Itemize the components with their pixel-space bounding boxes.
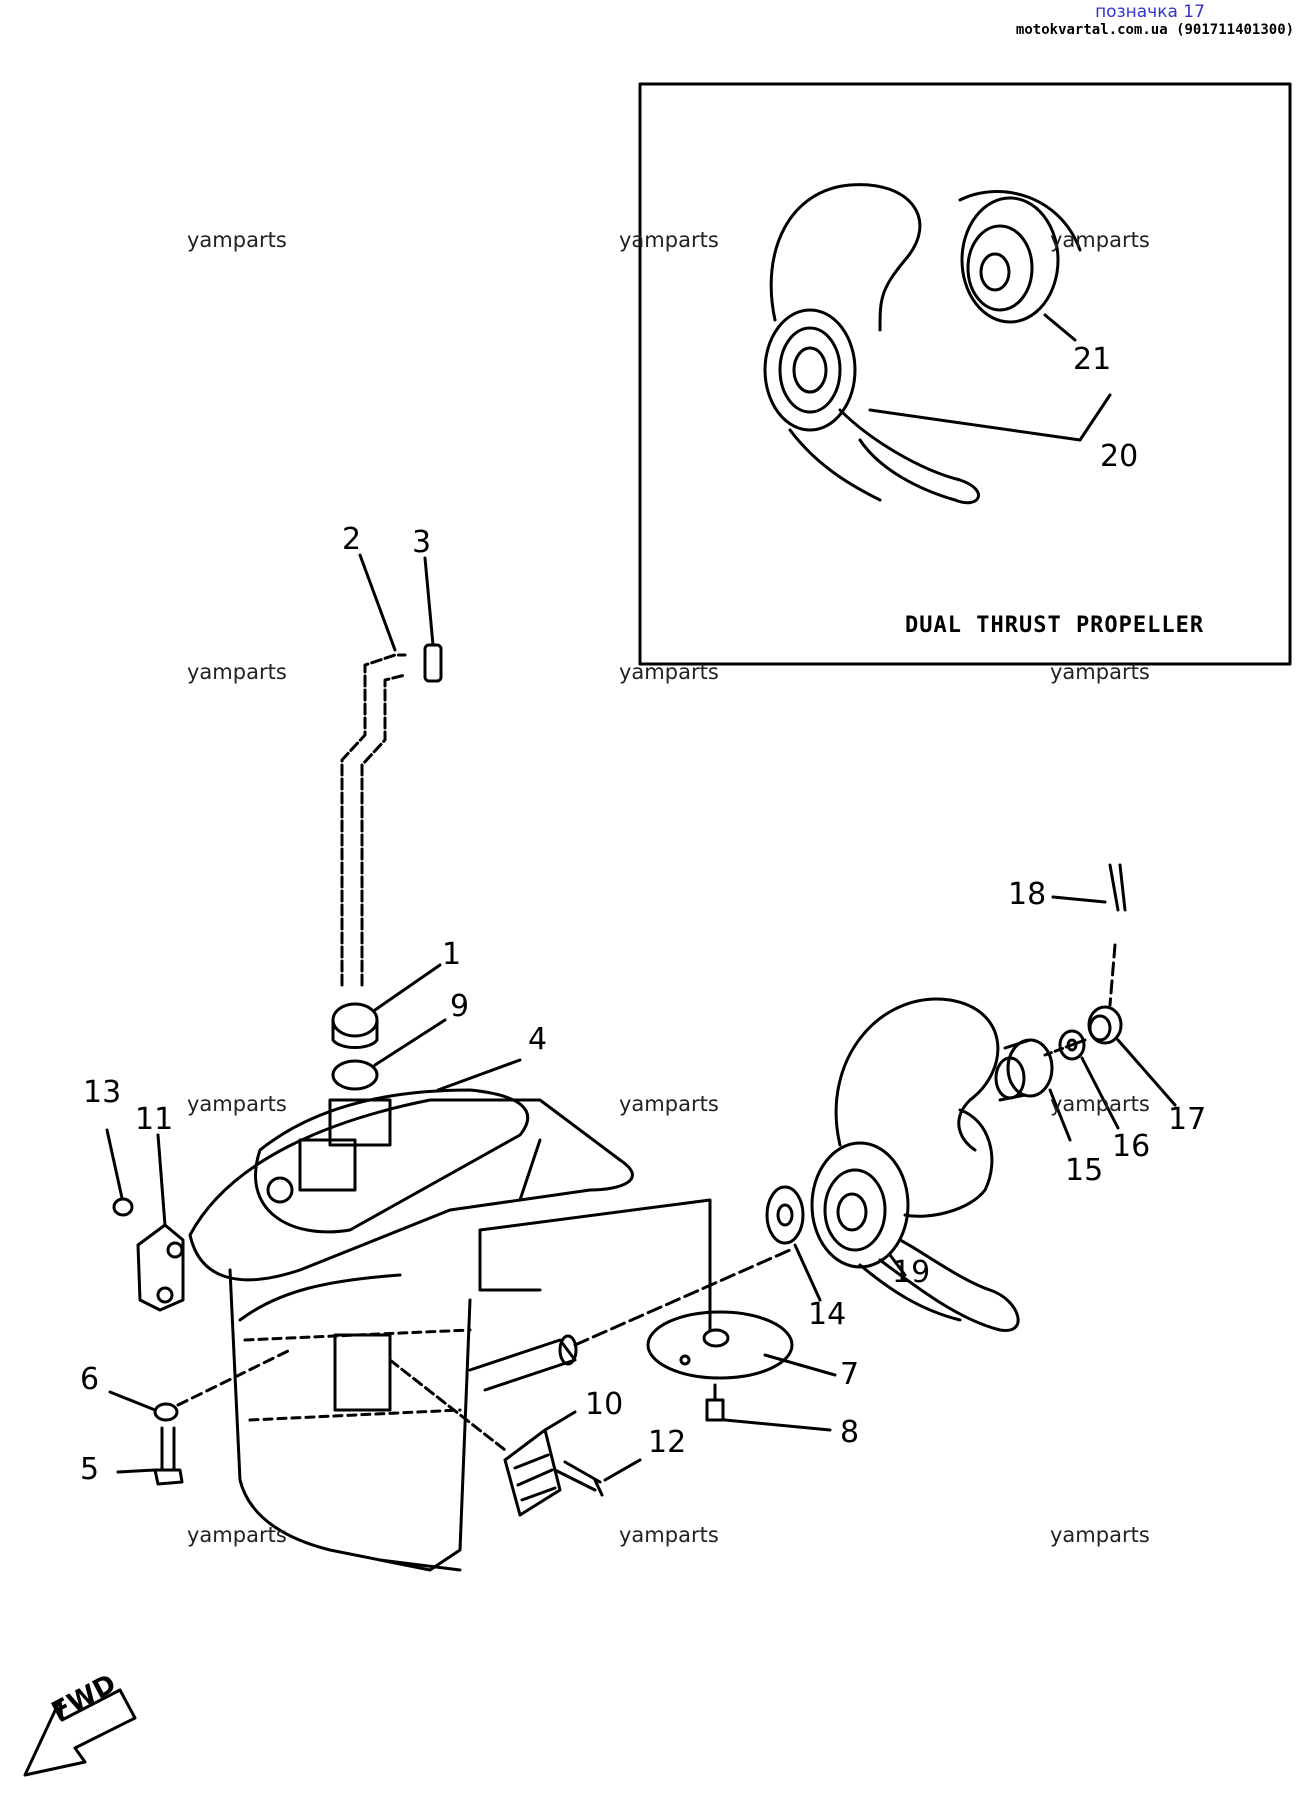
callout-19: 19 xyxy=(892,1255,931,1290)
callout-5: 5 xyxy=(80,1452,100,1487)
lower-casing xyxy=(188,1088,634,1572)
watermark: yamparts xyxy=(187,228,287,252)
leader-2 xyxy=(358,553,397,652)
leader-16 xyxy=(1080,1056,1120,1130)
watermark: yamparts xyxy=(1050,1092,1150,1116)
leader-19 xyxy=(888,1253,907,1277)
leader-12 xyxy=(603,1458,642,1482)
watermark: yamparts xyxy=(1050,228,1150,252)
anode-plate xyxy=(646,1310,794,1380)
page-marker: позначка 17 xyxy=(1095,2,1205,22)
propeller xyxy=(810,997,1020,1332)
washer-link xyxy=(176,1348,292,1407)
leader-21 xyxy=(1043,313,1077,342)
leader-5 xyxy=(116,1468,157,1474)
callout-20: 20 xyxy=(1100,439,1139,474)
callout-15: 15 xyxy=(1065,1153,1104,1188)
propeller-shaft xyxy=(468,1334,578,1392)
inset-caption: DUAL THRUST PROPELLER xyxy=(905,613,1205,638)
trim-screw xyxy=(553,1460,604,1497)
callout-9: 9 xyxy=(450,989,470,1024)
watermark: yamparts xyxy=(1050,660,1150,684)
callout-11: 11 xyxy=(135,1102,174,1137)
anode-link xyxy=(478,1198,712,1332)
watermark: yamparts xyxy=(187,660,287,684)
callout-17: 17 xyxy=(1168,1102,1207,1137)
leader-14 xyxy=(793,1243,822,1302)
inset-spacer xyxy=(958,190,1082,324)
leader-4 xyxy=(436,1058,522,1092)
callout-7: 7 xyxy=(840,1357,860,1392)
watermark: yamparts xyxy=(187,1092,287,1116)
callout-14: 14 xyxy=(808,1297,847,1332)
leader-15 xyxy=(1048,1088,1072,1142)
leader-6 xyxy=(108,1390,157,1412)
leader-3 xyxy=(423,556,435,647)
casing-washer xyxy=(153,1402,179,1422)
leader-1 xyxy=(373,963,442,1012)
watermark: yamparts xyxy=(619,1523,719,1547)
side-anode-bolt xyxy=(112,1197,134,1217)
washer xyxy=(1058,1029,1086,1061)
site-label: motokvartal.com.ua (901711401300) xyxy=(1015,22,1295,38)
side-anode xyxy=(136,1223,185,1312)
callout-21: 21 xyxy=(1073,342,1112,377)
callout-1: 1 xyxy=(442,937,462,972)
inset-propeller xyxy=(763,183,980,505)
spacer xyxy=(994,1038,1054,1102)
leader-17 xyxy=(1116,1038,1177,1107)
leader-8 xyxy=(723,1418,832,1432)
thrust-washer xyxy=(765,1185,805,1245)
casing-bolt xyxy=(153,1426,184,1486)
trim-tab xyxy=(503,1428,562,1517)
leader-20 xyxy=(868,393,1112,442)
tab-line xyxy=(388,1358,507,1452)
pin-axis xyxy=(1108,943,1117,1007)
leader-11 xyxy=(156,1133,167,1227)
cooling-pipe xyxy=(340,653,407,987)
callout-3: 3 xyxy=(412,525,432,560)
anode-bolt xyxy=(705,1383,725,1422)
grommet xyxy=(331,1002,379,1038)
leader-18 xyxy=(1051,895,1107,904)
callout-18: 18 xyxy=(1008,877,1047,912)
cotter-pin xyxy=(1108,863,1127,912)
leader-7 xyxy=(763,1353,837,1377)
fwd-arrow xyxy=(23,1688,137,1777)
watermark: yamparts xyxy=(1050,1523,1150,1547)
callout-13: 13 xyxy=(83,1075,122,1110)
watermark: yamparts xyxy=(187,1523,287,1547)
callout-12: 12 xyxy=(648,1425,687,1460)
nut-axis xyxy=(1043,1038,1087,1057)
callout-6: 6 xyxy=(80,1362,100,1397)
inset-frame xyxy=(638,82,1292,666)
callout-10: 10 xyxy=(585,1387,624,1422)
callout-4: 4 xyxy=(528,1022,548,1057)
pipe-connector xyxy=(423,643,443,683)
callout-8: 8 xyxy=(840,1415,860,1450)
callout-16: 16 xyxy=(1112,1129,1151,1164)
propeller-nut xyxy=(1087,1005,1123,1045)
callout-2: 2 xyxy=(342,522,362,557)
watermark: yamparts xyxy=(619,228,719,252)
seal xyxy=(331,1059,379,1091)
leader-9 xyxy=(373,1018,447,1067)
leader-10 xyxy=(543,1410,577,1432)
leader-13 xyxy=(105,1128,124,1200)
shaft-centerline xyxy=(573,1248,792,1347)
watermark: yamparts xyxy=(619,1092,719,1116)
watermark: yamparts xyxy=(619,660,719,684)
